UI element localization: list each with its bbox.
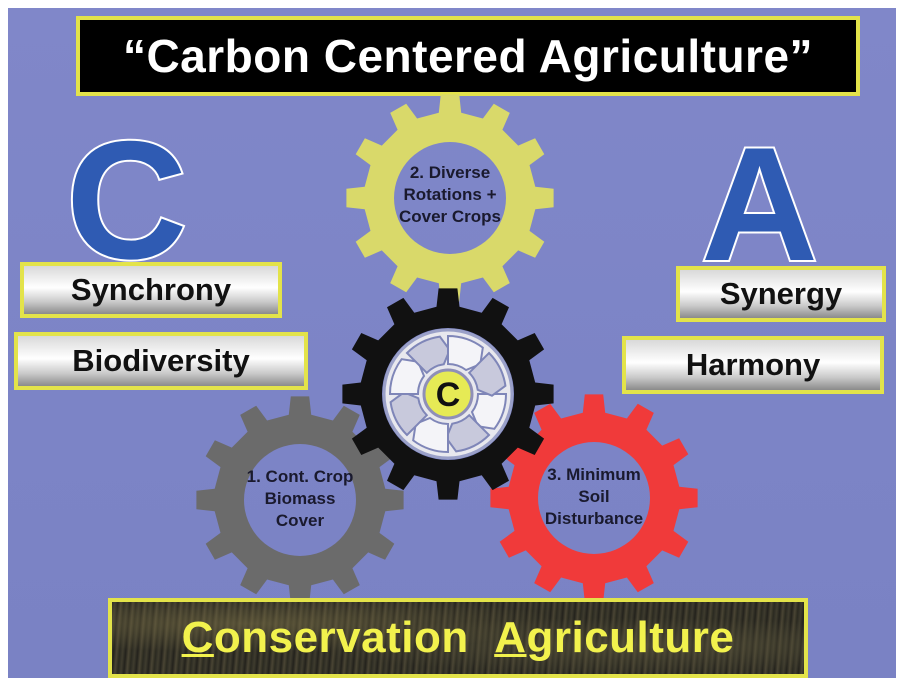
arrow-segment (470, 393, 508, 430)
arrow-segment (405, 335, 451, 375)
label-biodiversity: Biodiversity (14, 332, 308, 390)
footer-initial-a: A (494, 613, 527, 662)
page-title: “Carbon Centered Agriculture” (122, 30, 814, 82)
center-core (422, 368, 474, 420)
arrow-segment (389, 391, 429, 437)
arrow-segment (447, 334, 484, 372)
gear-diverse-rotations: 2. Diverse Rotations + Cover Crops (346, 94, 554, 302)
footer-title: Conservation Agriculture (182, 613, 735, 663)
gear-left-line-1: 1. Cont. Crop (247, 467, 354, 486)
gear-top-shape (346, 94, 554, 302)
footer-word-1-rest: onservation (213, 613, 469, 662)
big-letter-c: C (64, 106, 189, 294)
gear-left-shape (196, 396, 404, 604)
label-harmony: Harmony (622, 336, 884, 394)
big-letter-a: A (699, 114, 820, 295)
gear-right-line-1: 3. Minimum (547, 465, 641, 484)
gear-minimum-soil-disturbance: 3. Minimum Soil Disturbance (490, 394, 698, 602)
gear-top-line-3: Cover Crops (399, 207, 501, 226)
circular-arrows-icon (388, 334, 508, 454)
gear-crop-biomass: 1. Cont. Crop Biomass Cover (196, 396, 404, 604)
slide-canvas: “Carbon Centered Agriculture” C A Synchr… (8, 8, 896, 678)
gear-left-line-2: Biomass (265, 489, 336, 508)
footer-initial-c: C (181, 613, 214, 662)
label-synchrony: Synchrony (20, 262, 282, 318)
arrow-segment (445, 413, 491, 453)
title-banner: “Carbon Centered Agriculture” (76, 16, 860, 96)
footer-banner: Conservation Agriculture (108, 598, 808, 678)
footer-word-2-rest: griculture (526, 613, 735, 662)
arrow-segment (412, 416, 449, 454)
gear-center-carbon: C (342, 288, 554, 500)
label-synergy: Synergy (676, 266, 886, 322)
gear-right-shape (490, 394, 698, 602)
gear-left-line-3: Cover (276, 511, 325, 530)
center-gear-letter: C (436, 376, 461, 414)
gear-right-line-3: Disturbance (545, 509, 643, 528)
arrow-segment (467, 351, 507, 397)
gear-top-line-1: 2. Diverse (410, 163, 490, 182)
arrow-segment (388, 358, 426, 395)
gear-center-shape (342, 288, 554, 500)
gear-right-line-2: Soil (578, 487, 609, 506)
gear-top-line-2: Rotations + (403, 185, 496, 204)
